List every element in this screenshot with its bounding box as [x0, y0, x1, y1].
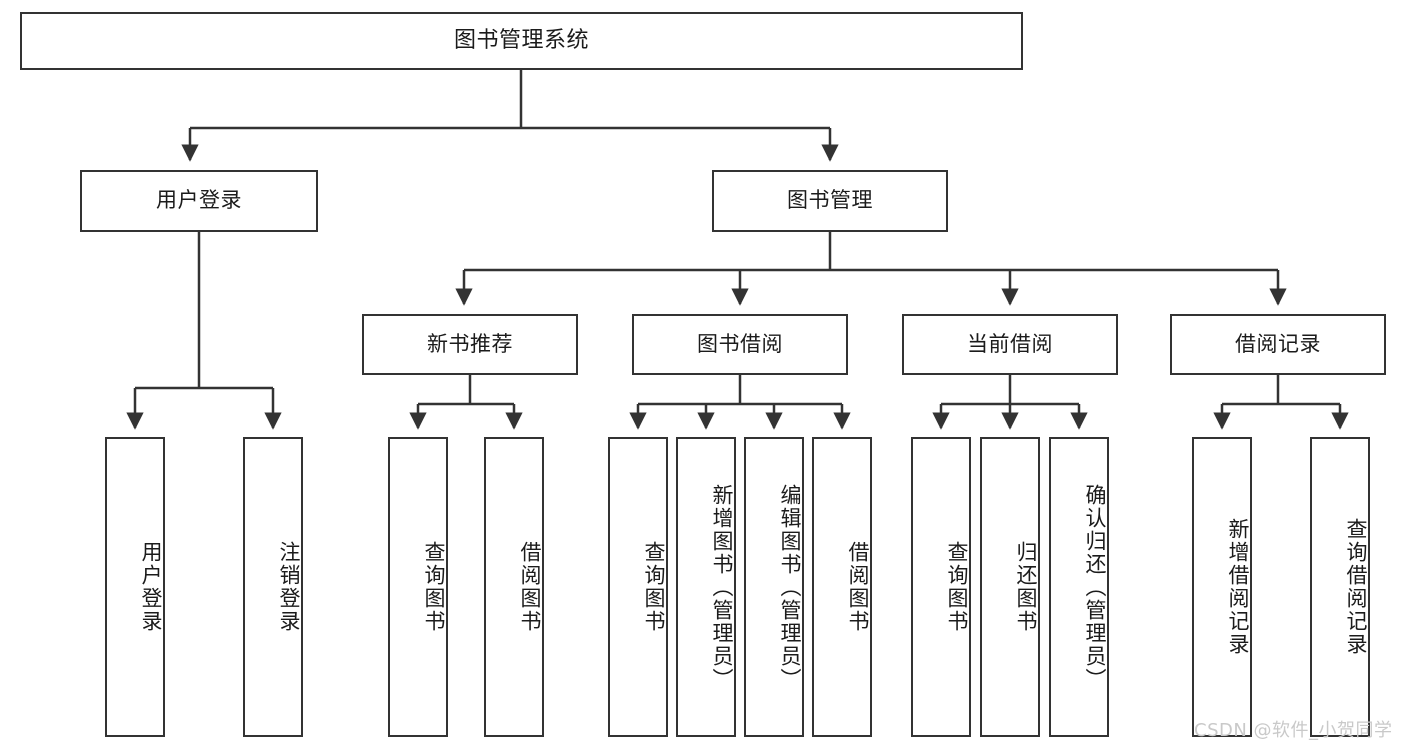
leaf-new-book-query[interactable]: 查询图书 — [388, 437, 448, 737]
leaf-current-borrow-query[interactable]: 查询图书 — [911, 437, 971, 737]
leaf-current-borrow-confirm-return[interactable]: 确认归还（管理员） — [1049, 437, 1109, 737]
node-label: 图书管理系统 — [453, 27, 589, 53]
leaf-user-login-login[interactable]: 用户登录 — [105, 437, 165, 737]
node-book-management[interactable]: 图书管理 — [712, 170, 948, 232]
node-label: 编辑图书（管理员） — [778, 483, 802, 691]
node-label: 用户登录 — [156, 188, 242, 213]
node-label: 图书管理 — [787, 188, 873, 213]
node-label: 当前借阅 — [967, 331, 1053, 356]
leaf-new-book-borrow[interactable]: 借阅图书 — [484, 437, 544, 737]
node-label: 借阅图书 — [518, 541, 542, 633]
node-label: 图书借阅 — [697, 331, 783, 356]
leaf-borrow-record-query[interactable]: 查询借阅记录 — [1310, 437, 1370, 737]
leaf-borrow-record-add[interactable]: 新增借阅记录 — [1192, 437, 1252, 737]
node-label: 用户登录 — [139, 541, 163, 633]
node-label: 借阅图书 — [846, 541, 870, 633]
node-label: 查询借阅记录 — [1344, 518, 1368, 656]
node-book-borrow[interactable]: 图书借阅 — [632, 314, 848, 375]
node-label: 查询图书 — [642, 541, 666, 633]
node-current-borrow[interactable]: 当前借阅 — [902, 314, 1118, 375]
node-label: 确认归还（管理员） — [1083, 483, 1107, 691]
watermark: CSDN @软件_小贺同学 — [1194, 720, 1393, 741]
node-root-book-management-system[interactable]: 图书管理系统 — [20, 12, 1023, 70]
leaf-book-borrow-query[interactable]: 查询图书 — [608, 437, 668, 737]
node-label: 新增图书（管理员） — [710, 483, 734, 691]
node-label: 归还图书 — [1014, 541, 1038, 633]
node-label: 查询图书 — [422, 541, 446, 633]
node-label: 借阅记录 — [1235, 331, 1321, 356]
node-label: 新书推荐 — [427, 331, 513, 356]
leaf-book-borrow-add[interactable]: 新增图书（管理员） — [676, 437, 736, 737]
leaf-book-borrow-borrow[interactable]: 借阅图书 — [812, 437, 872, 737]
leaf-current-borrow-return[interactable]: 归还图书 — [980, 437, 1040, 737]
leaf-user-login-logout[interactable]: 注销登录 — [243, 437, 303, 737]
node-label: 查询图书 — [945, 541, 969, 633]
node-user-login[interactable]: 用户登录 — [80, 170, 318, 232]
leaf-book-borrow-edit[interactable]: 编辑图书（管理员） — [744, 437, 804, 737]
node-label: 新增借阅记录 — [1226, 518, 1250, 656]
node-new-book-recommend[interactable]: 新书推荐 — [362, 314, 578, 375]
node-label: 注销登录 — [277, 541, 301, 633]
node-borrow-record[interactable]: 借阅记录 — [1170, 314, 1386, 375]
